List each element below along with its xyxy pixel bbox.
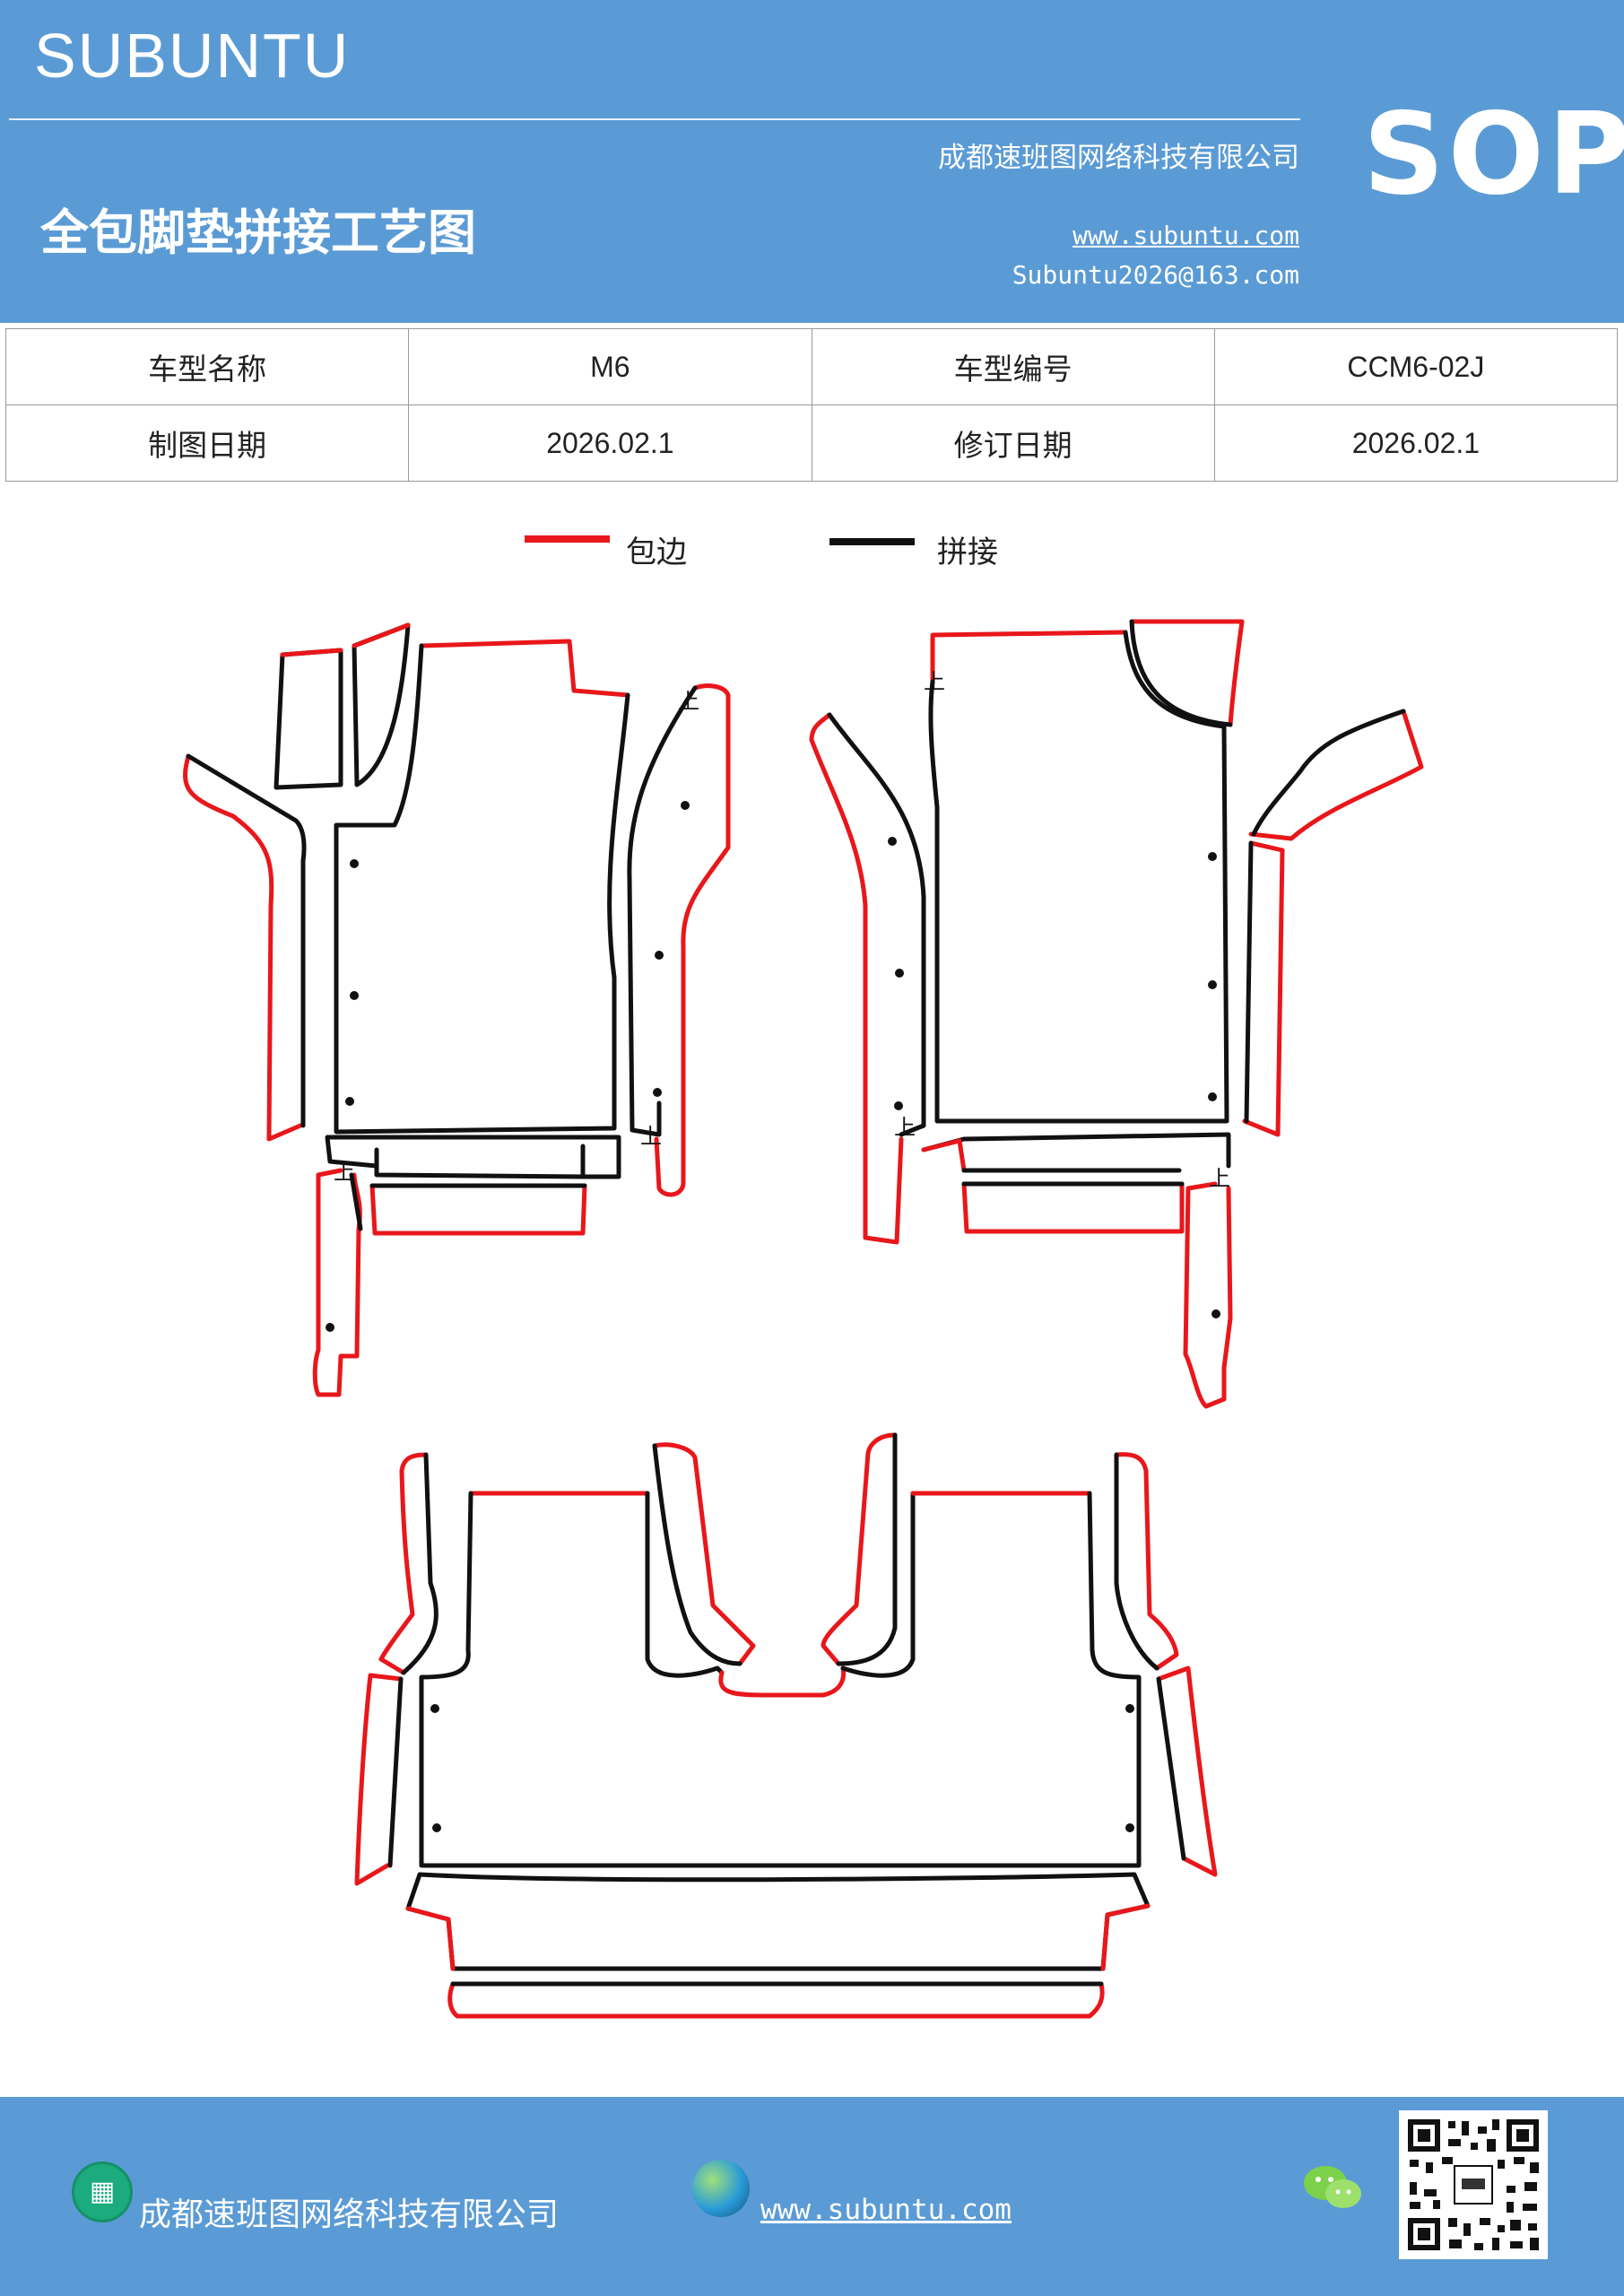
legend-edge-label: 包边 <box>626 535 687 570</box>
joint-mark: 上 <box>640 1124 662 1149</box>
joint-mark: 上 <box>678 689 699 714</box>
joint-mark: 上 <box>894 1115 916 1140</box>
sop-badge: SOP <box>1363 88 1624 220</box>
table-row: 制图日期 2026.02.1 修订日期 2026.02.1 <box>4 404 1619 482</box>
floor-mat-diagram: 上 上 上 上 上 上 <box>183 619 1424 2019</box>
rear-mat-group <box>354 1432 1218 2019</box>
header-website-link[interactable]: www.subuntu.com <box>1073 221 1299 250</box>
model-code-label: 车型编号 <box>811 328 1215 405</box>
header-email: Subuntu2026@163.com <box>1012 260 1299 290</box>
draw-date-label: 制图日期 <box>4 404 410 482</box>
model-name-label: 车型名称 <box>4 328 410 405</box>
table-row: 车型名称 M6 车型编号 CCM6-02J <box>4 328 1619 405</box>
joint-mark: 上 <box>924 669 945 694</box>
header-divider <box>9 118 1300 120</box>
draw-date-value: 2026.02.1 <box>408 404 812 482</box>
footer-company: 成都速班图网络科技有限公司 <box>139 2196 560 2233</box>
revision-date-label: 修订日期 <box>811 404 1215 482</box>
brand-name: SUBUNTU <box>34 21 351 91</box>
front-right-mat-group <box>809 619 1424 1409</box>
joint-mark: 上 <box>334 1160 355 1185</box>
model-name-value: M6 <box>408 328 812 405</box>
page-title: 全包脚垫拼接工艺图 <box>40 204 476 261</box>
legend-seam-swatch <box>829 538 915 545</box>
footer-website-link[interactable]: www.subuntu.com <box>760 2194 1012 2226</box>
revision-date-value: 2026.02.1 <box>1213 404 1619 482</box>
joint-mark: 上 <box>1209 1166 1230 1191</box>
model-code-value: CCM6-02J <box>1213 328 1619 405</box>
building-icon: ▦ <box>72 2161 133 2222</box>
joint-marks: 上 上 上 上 上 上 <box>334 669 1230 1191</box>
wechat-icon[interactable] <box>1302 2163 1365 2213</box>
header-banner <box>0 0 1624 323</box>
globe-icon <box>692 2160 750 2217</box>
vehicle-info-table: 车型名称 M6 车型编号 CCM6-02J 制图日期 2026.02.1 修订日… <box>4 328 1619 482</box>
legend-edge-swatch <box>525 535 610 543</box>
legend-seam-label: 拼接 <box>937 535 998 570</box>
header-company: 成都速班图网络科技有限公司 <box>938 142 1299 174</box>
front-left-mat-group <box>183 622 731 1397</box>
qr-code <box>1399 2110 1548 2259</box>
